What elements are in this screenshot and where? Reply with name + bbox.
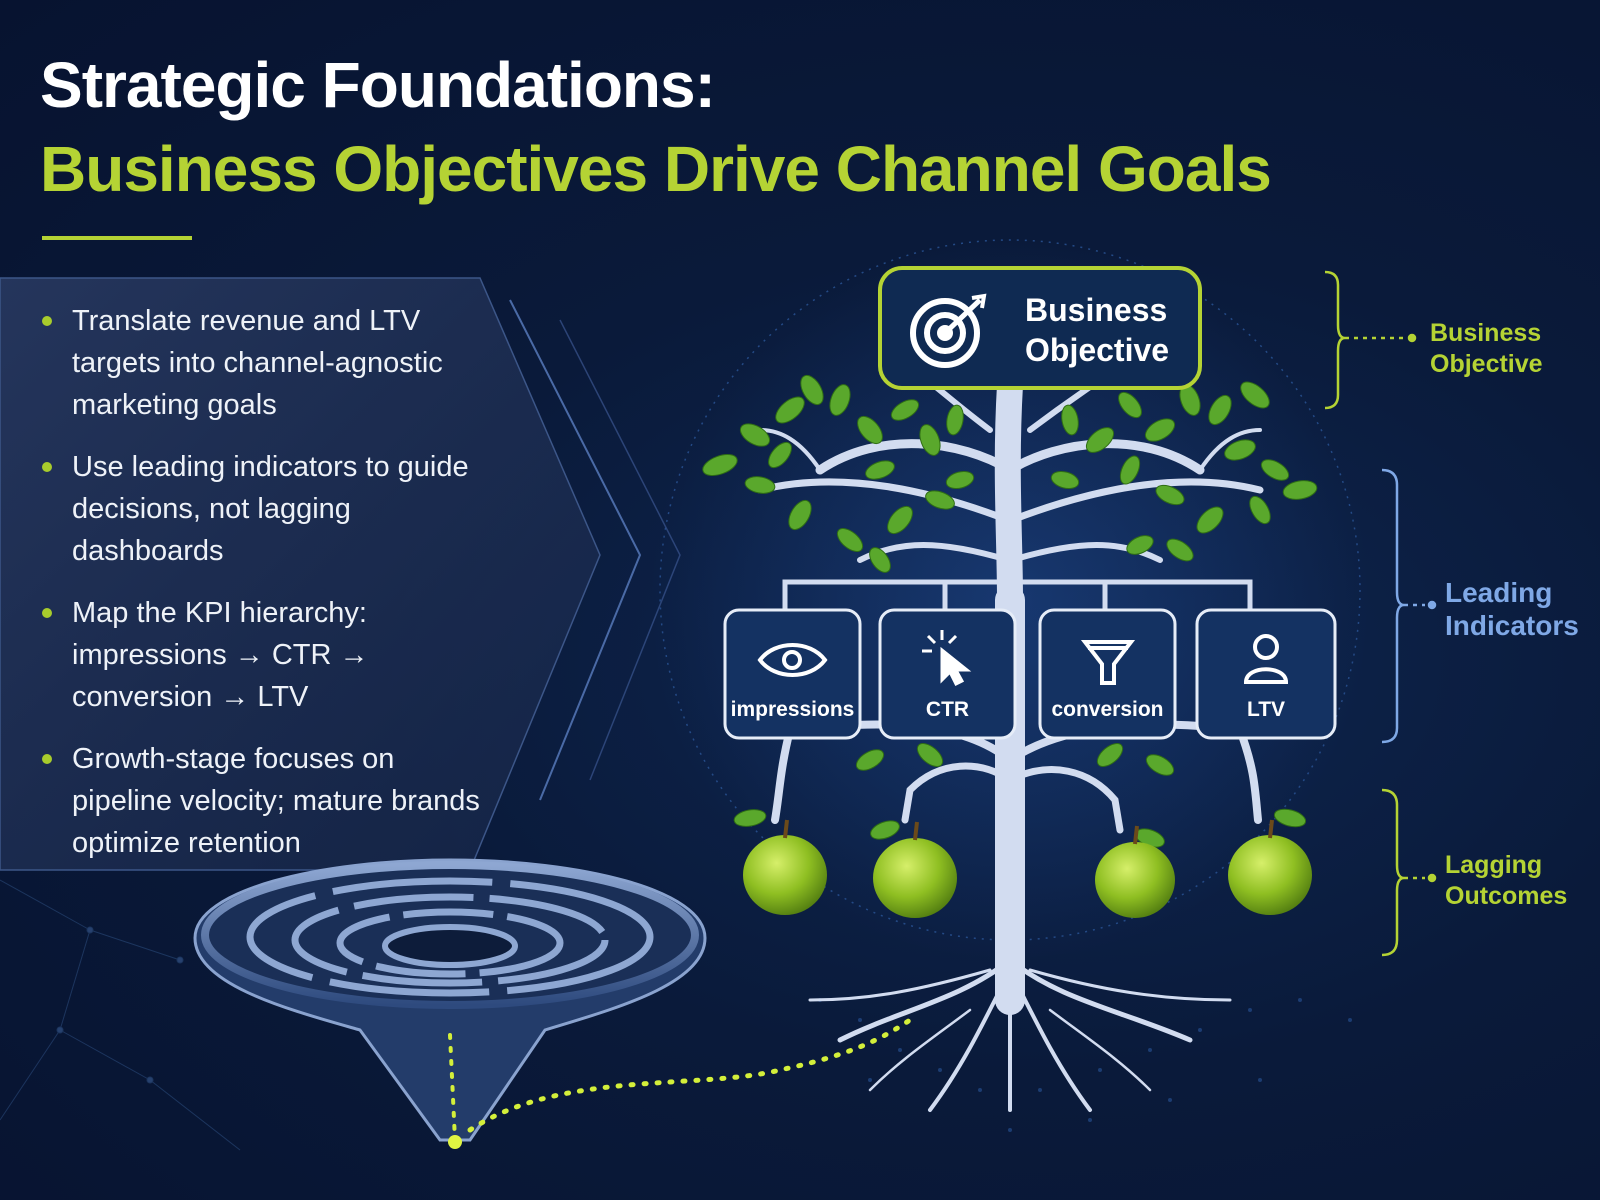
bullet-item: Use leading indicators to guide decision…: [40, 446, 480, 572]
funnel-icon: [1080, 640, 1136, 685]
kpi-connector: [782, 579, 1253, 610]
leading-bracket: [1381, 468, 1437, 744]
objective-label-line1: Business: [1025, 292, 1168, 328]
objective-node-label: Business Objective: [1025, 290, 1169, 370]
objective-bracket: [1324, 270, 1417, 410]
side-label-objective: Business Objective: [1430, 318, 1543, 380]
side-label-leading: Leading Indicators: [1445, 576, 1579, 642]
lagging-bracket: [1381, 788, 1437, 957]
target-icon: [910, 293, 987, 368]
cursor-click-icon: [922, 630, 972, 687]
bullet-dot: [42, 608, 52, 618]
apple: [873, 821, 957, 918]
side-label-objective-line2: Objective: [1430, 350, 1543, 378]
kpi-node-ltv: [1195, 608, 1337, 740]
bullet-text: Translate revenue and LTV targets into c…: [72, 305, 443, 421]
side-label-leading-line1: Leading: [1445, 577, 1553, 608]
tree-leaves: [702, 374, 1318, 573]
tree-trunk: [756, 357, 1264, 1112]
bullet-text: Use leading indicators to guide decision…: [72, 451, 469, 567]
bullet-dot: [42, 754, 52, 764]
text-panel: [0, 277, 601, 871]
connection-path: [467, 1017, 913, 1133]
eye-icon: [757, 643, 828, 677]
kpi-node-ctr: [878, 608, 1017, 740]
apple: [1095, 825, 1175, 918]
page-title: Strategic Foundations:: [40, 49, 716, 121]
user-icon: [1243, 634, 1289, 684]
apple: [743, 819, 827, 915]
page-subtitle: Business Objectives Drive Channel Goals: [40, 133, 1272, 205]
side-label-leading-line2: Indicators: [1445, 610, 1579, 641]
objective-label-line2: Objective: [1025, 332, 1170, 368]
title-underline: [42, 236, 192, 240]
kpi-label-ltv: LTV: [1246, 698, 1286, 721]
kpi-label-ctr: CTR: [925, 698, 970, 721]
bullet-dot: [42, 316, 52, 326]
orbit-ring: [659, 239, 1361, 941]
network-background: [0, 879, 241, 1151]
bullet-item: Growth-stage focuses on pipeline velocit…: [40, 738, 480, 864]
side-label-lagging-line2: Outcomes: [1445, 882, 1568, 910]
panel-chevron-outer: [559, 319, 681, 781]
panel-chevron-outline: [509, 299, 642, 801]
side-label-objective-line1: Business: [1430, 319, 1542, 347]
bullet-item: Map the KPI hierarchy: impressions → CTR…: [40, 592, 480, 718]
kpi-label-impressions: impressions: [730, 698, 855, 721]
bullet-list: Translate revenue and LTV targets into c…: [40, 300, 480, 884]
bullet-text: Growth-stage focuses on pipeline velocit…: [72, 743, 480, 859]
bullet-dot: [42, 462, 52, 472]
lower-leaves: [733, 743, 1307, 848]
apple: [1228, 819, 1312, 915]
maze-illustration: [193, 858, 707, 1149]
kpi-node-impressions: [723, 608, 862, 740]
kpi-node-conversion: [1038, 608, 1177, 740]
bullet-text: Map the KPI hierarchy: impressions → CTR…: [72, 597, 369, 713]
kpi-label-conversion: conversion: [1051, 698, 1164, 721]
bullet-item: Translate revenue and LTV targets into c…: [40, 300, 480, 426]
side-label-lagging: Lagging Outcomes: [1445, 850, 1567, 912]
side-label-lagging-line1: Lagging: [1445, 851, 1543, 879]
